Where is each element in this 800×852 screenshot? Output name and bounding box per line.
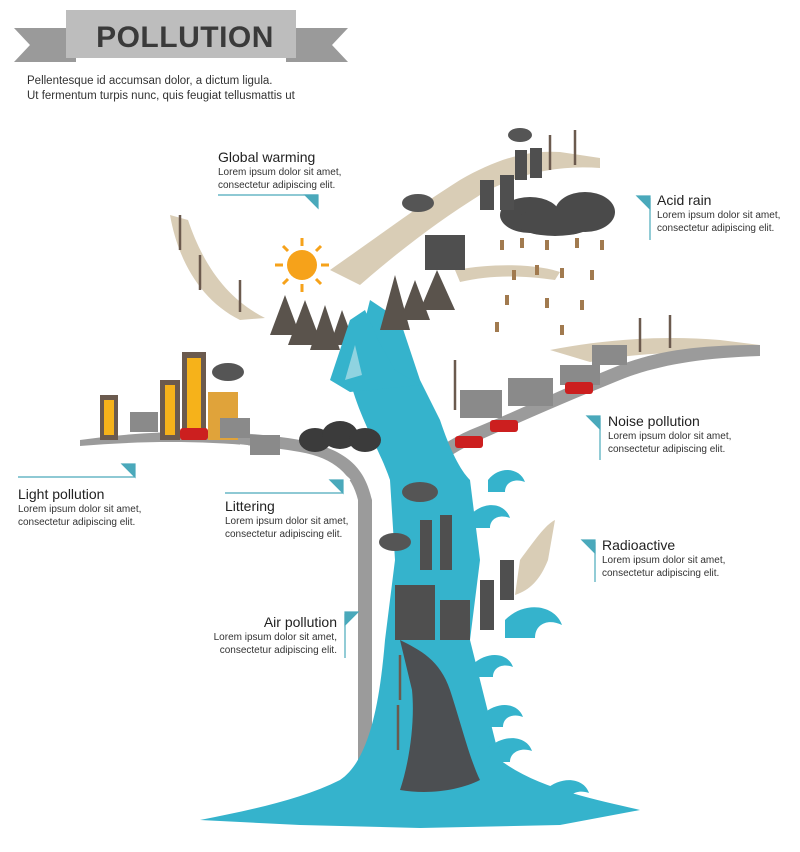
sun-icon xyxy=(275,238,329,292)
callout-radioactive: Radioactive Lorem ipsum dolor sit amet, … xyxy=(602,537,725,580)
subtitle: Pellentesque id accumsan dolor, a dictum… xyxy=(27,74,357,104)
trash-bags xyxy=(299,421,381,452)
callout-text-line-1: Lorem ipsum dolor sit amet, xyxy=(657,210,781,221)
callout-text-line-2: consectetur adipiscing elit. xyxy=(225,528,343,540)
factories xyxy=(395,148,542,640)
callout-text-line-1: Lorem ipsum dolor sit amet, xyxy=(18,504,142,515)
callout-littering: Littering Lorem ipsum dolor sit amet, co… xyxy=(225,498,348,541)
acid-rain-drops xyxy=(495,238,604,335)
callout-text-line-1: Lorem ipsum dolor sit amet, xyxy=(608,431,732,442)
dead-trees xyxy=(178,130,672,750)
subtitle-line-2: Ut fermentum turpis nunc, quis feugiat t… xyxy=(27,90,295,102)
callout-pointers xyxy=(18,194,651,658)
callout-title: Global warming xyxy=(218,149,316,165)
subtitle-line-1: Pellentesque id accumsan dolor, a dictum… xyxy=(27,75,273,87)
callout-light-pollution: Light pollution Lorem ipsum dolor sit am… xyxy=(18,486,141,529)
callout-acid-rain: Acid rain Lorem ipsum dolor sit amet, co… xyxy=(657,192,780,235)
callout-title: Acid rain xyxy=(657,192,712,208)
callout-text-line-2: consectetur adipiscing elit. xyxy=(18,516,136,528)
callout-title: Noise pollution xyxy=(608,413,700,429)
callout-title: Radioactive xyxy=(602,537,676,553)
callout-text-line-2: consectetur adipiscing elit. xyxy=(657,222,775,234)
callout-text-line-2: consectetur adipiscing elit. xyxy=(608,443,726,455)
callout-title: Light pollution xyxy=(18,486,105,502)
callout-noise-pollution: Noise pollution Lorem ipsum dolor sit am… xyxy=(608,413,731,456)
title-banner: POLLUTION xyxy=(14,10,348,66)
callout-text-line-2: consectetur adipiscing elit. xyxy=(218,179,336,191)
callout-text-line-1: Lorem ipsum dolor sit amet, xyxy=(218,167,342,178)
acid-rain-clouds xyxy=(500,192,615,236)
red-cars xyxy=(180,382,593,448)
callout-text-line-1: Lorem ipsum dolor sit amet, xyxy=(225,516,349,527)
houses xyxy=(460,345,627,418)
callout-title: Littering xyxy=(225,498,275,514)
page-title: POLLUTION xyxy=(96,21,274,54)
city-buildings xyxy=(100,352,280,455)
callout-text-line-1: Lorem ipsum dolor sit amet, xyxy=(602,555,726,566)
ocean-waves xyxy=(470,470,589,804)
callout-global-warming: Global warming Lorem ipsum dolor sit ame… xyxy=(218,149,341,192)
callout-text-line-2: consectetur adipiscing elit. xyxy=(602,567,720,579)
callout-air-pollution: Air pollution Lorem ipsum dolor sit amet… xyxy=(190,614,337,657)
callout-text-line-2: consectetur adipiscing elit. xyxy=(219,644,337,656)
callout-text-line-1: Lorem ipsum dolor sit amet, xyxy=(213,632,337,643)
smoke-clouds xyxy=(212,128,532,551)
melting-glacier xyxy=(330,310,420,392)
roads xyxy=(80,345,760,812)
callout-title: Air pollution xyxy=(263,614,337,630)
banner-ribbon xyxy=(14,10,348,62)
dark-pine-trees xyxy=(270,270,455,350)
